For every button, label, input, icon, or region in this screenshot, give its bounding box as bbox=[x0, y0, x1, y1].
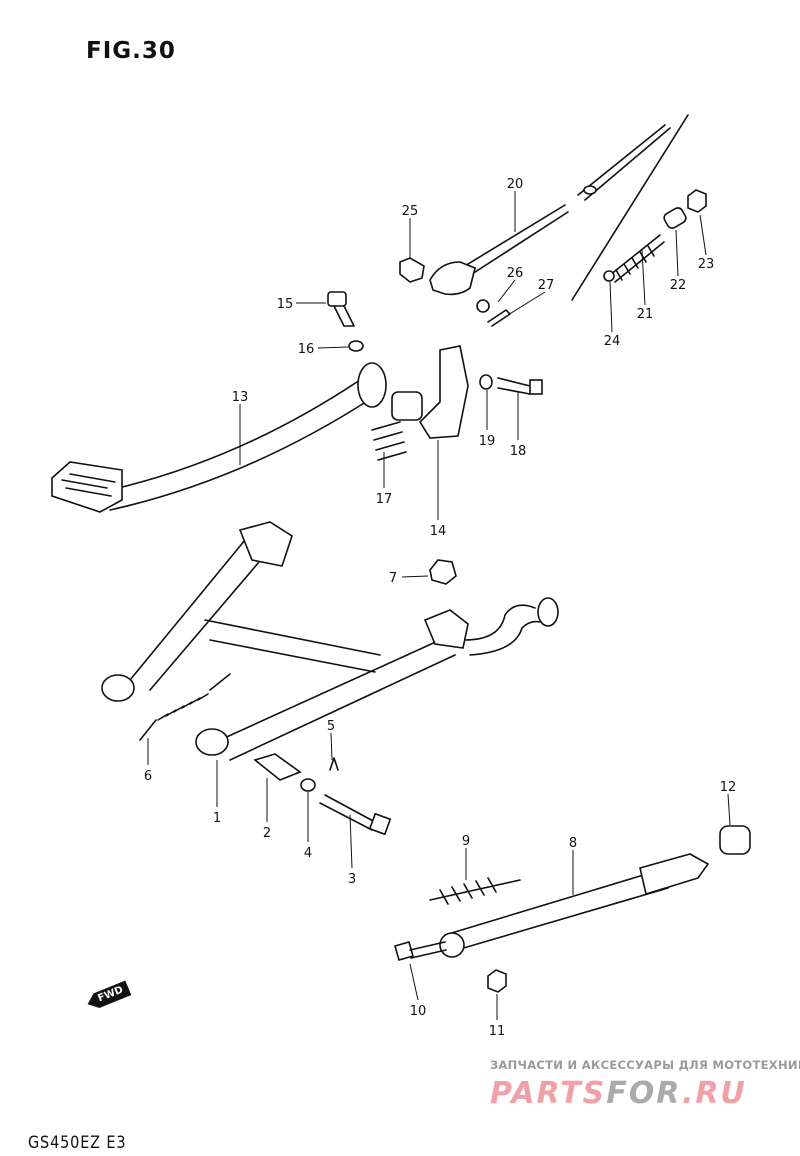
label-8: 8 bbox=[569, 836, 577, 851]
label-21: 21 bbox=[637, 307, 654, 322]
cotter-pin-5 bbox=[329, 757, 339, 771]
spring-9 bbox=[429, 877, 521, 905]
leader-lines bbox=[147, 191, 731, 1020]
label-14: 14 bbox=[430, 524, 447, 539]
watermark-logo: PARTSFOR.RU bbox=[490, 1078, 747, 1110]
washer-24 bbox=[603, 270, 615, 282]
nut-23 bbox=[687, 189, 707, 213]
bolt-3 bbox=[319, 794, 376, 831]
label-23: 23 bbox=[698, 257, 715, 272]
nut-4 bbox=[300, 778, 316, 792]
bolt-10-shank bbox=[409, 941, 447, 959]
label-4: 4 bbox=[304, 846, 312, 861]
figure-title: FIG.30 bbox=[86, 38, 176, 64]
model-code: GS450EZ E3 bbox=[28, 1133, 127, 1153]
spacer-2 bbox=[253, 753, 302, 781]
watermark-logo-ru: .RU bbox=[681, 1076, 747, 1111]
pin-25 bbox=[399, 257, 425, 283]
label-7: 7 bbox=[389, 571, 397, 586]
bolt-15 bbox=[327, 291, 355, 327]
section-line bbox=[571, 114, 689, 301]
shaft-splined bbox=[391, 391, 423, 421]
brake-arm-14 bbox=[418, 345, 469, 439]
label-18: 18 bbox=[510, 444, 527, 459]
label-6: 6 bbox=[144, 769, 152, 784]
bolt-18-head bbox=[529, 379, 543, 395]
washer-16 bbox=[348, 340, 364, 352]
bolt-3-head bbox=[368, 812, 392, 836]
brake-rod-20 bbox=[449, 124, 671, 286]
label-16: 16 bbox=[298, 342, 315, 357]
label-25: 25 bbox=[402, 204, 419, 219]
label-15: 15 bbox=[277, 297, 294, 312]
part-labels: 25 20 26 27 22 23 21 24 15 16 13 19 18 1… bbox=[144, 177, 736, 1039]
nut-11 bbox=[487, 969, 507, 993]
side-stand-8 bbox=[439, 853, 710, 958]
label-5: 5 bbox=[327, 719, 335, 734]
label-10: 10 bbox=[410, 1004, 427, 1019]
label-2: 2 bbox=[263, 826, 271, 841]
label-26: 26 bbox=[507, 266, 524, 281]
bolt-18 bbox=[497, 377, 531, 395]
label-24: 24 bbox=[604, 334, 621, 349]
label-20: 20 bbox=[507, 177, 524, 192]
spring-6 bbox=[139, 673, 231, 741]
label-27: 27 bbox=[538, 278, 555, 293]
cushion-7 bbox=[429, 559, 457, 585]
watermark-logo-parts: PARTS bbox=[490, 1076, 607, 1111]
label-3: 3 bbox=[348, 872, 356, 887]
label-12: 12 bbox=[720, 780, 737, 795]
label-22: 22 bbox=[670, 278, 687, 293]
watermark-subtitle: ЗАПЧАСТИ И АКСЕССУАРЫ ДЛЯ МОТОТЕХНИКИ bbox=[490, 1058, 800, 1072]
spring-17 bbox=[371, 421, 407, 461]
rod-joint bbox=[429, 261, 476, 296]
joint-22 bbox=[663, 207, 687, 229]
cotter-pin-27 bbox=[487, 309, 511, 327]
label-9: 9 bbox=[462, 834, 470, 849]
label-17: 17 bbox=[376, 492, 393, 507]
label-11: 11 bbox=[489, 1024, 506, 1039]
spring-21 bbox=[609, 234, 665, 283]
label-1: 1 bbox=[213, 811, 221, 826]
stopper-12 bbox=[719, 825, 751, 855]
brake-pedal-13 bbox=[51, 362, 387, 513]
label-19: 19 bbox=[479, 434, 496, 449]
bolt-10 bbox=[394, 941, 414, 961]
center-stand-1 bbox=[101, 521, 559, 761]
watermark-logo-for: FOR bbox=[606, 1076, 682, 1111]
label-13: 13 bbox=[232, 390, 249, 405]
washer-26 bbox=[476, 299, 490, 313]
nut-19 bbox=[479, 374, 493, 390]
